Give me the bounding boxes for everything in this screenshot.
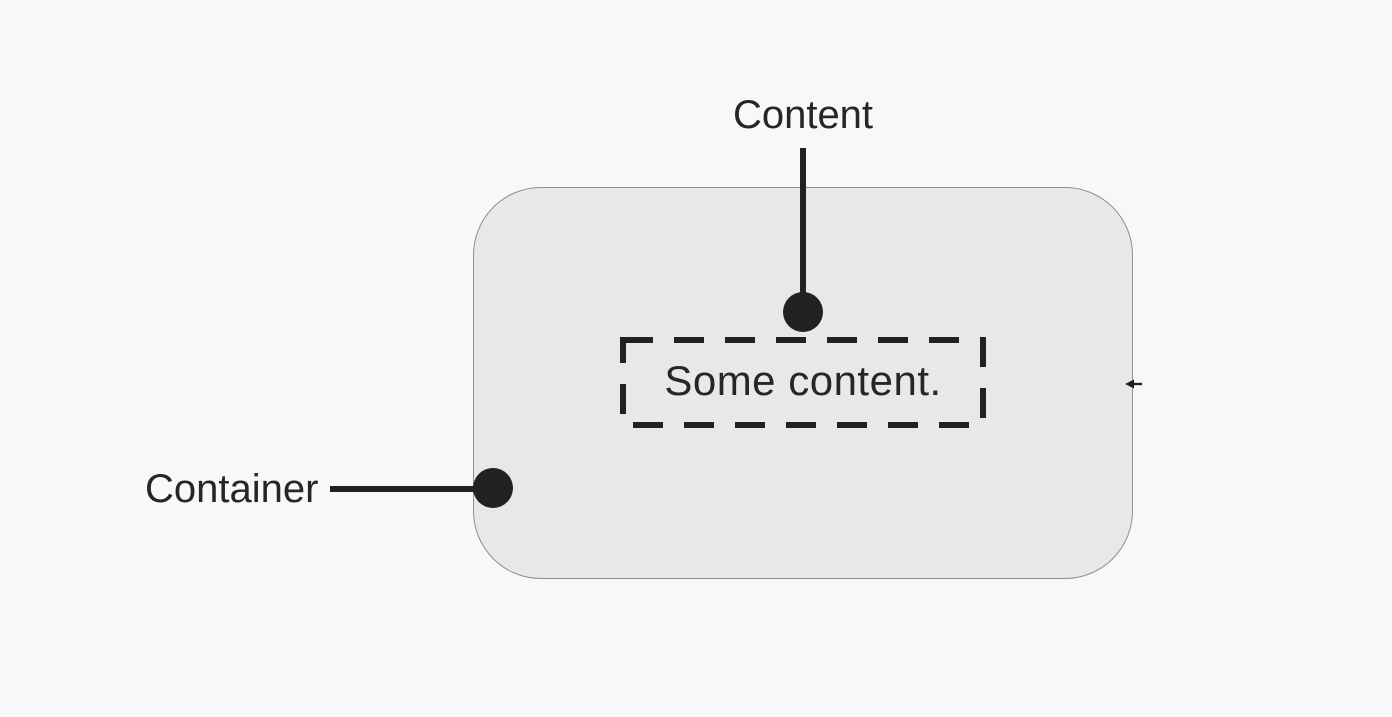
content-label: Content [732,93,874,137]
content-connector-dot [783,292,823,332]
content-connector-line [800,148,806,312]
content-text: Some content. [664,356,942,404]
content-dashed-box: Some content. [620,337,986,428]
container-label: Container [145,467,319,511]
dashed-border [620,337,986,428]
container-connector-line [330,486,493,492]
left-arrowhead-mark [1125,379,1142,389]
container-connector-dot [473,468,513,508]
